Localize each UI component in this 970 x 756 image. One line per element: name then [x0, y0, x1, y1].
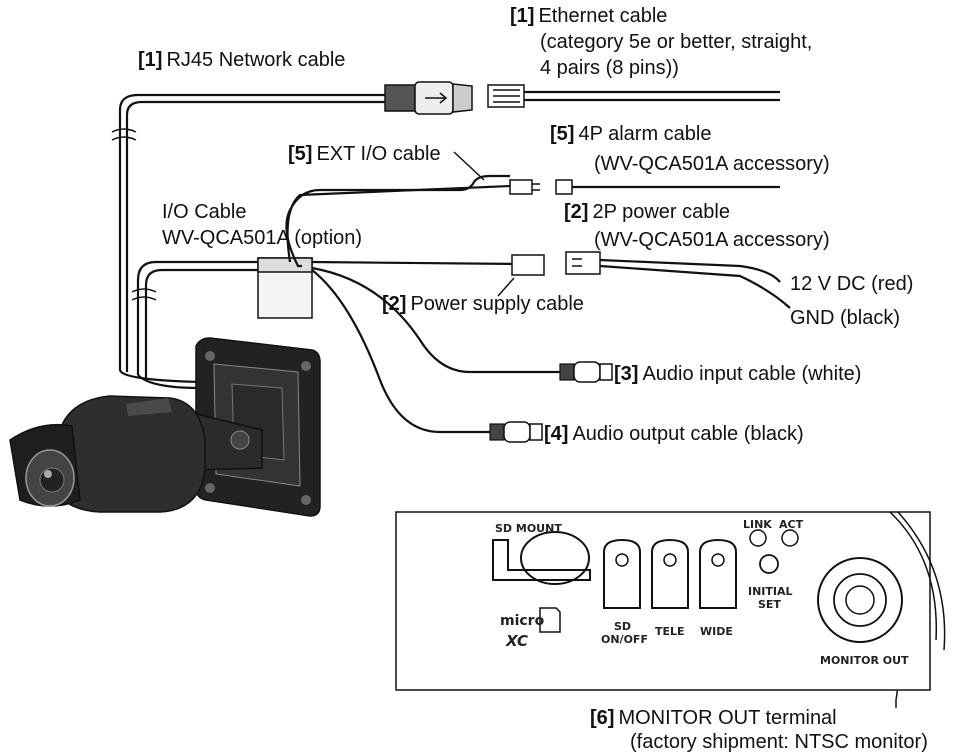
camera-body — [9, 395, 263, 513]
panel-sd: SD — [614, 620, 631, 633]
monitor-out-num: [6] — [590, 707, 614, 729]
ethernet-num: [1] — [510, 5, 534, 27]
panel-set: SET — [758, 598, 781, 611]
audio-out-num: [4] — [544, 423, 568, 445]
monitor-out-label: MONITOR OUT terminal — [618, 707, 836, 729]
rj45-label: RJ45 Network cable — [166, 49, 345, 71]
cable-bundle — [111, 93, 385, 390]
audio-in-label: Audio input cable (white) — [642, 363, 861, 385]
dc12-label: 12 V DC (red) — [790, 273, 913, 295]
svg-text:[1]Ethernet cable: [1]Ethernet cable — [510, 5, 667, 27]
svg-text:[6]MONITOR OUT terminal: [6]MONITOR OUT terminal — [590, 707, 837, 729]
svg-text:[1]RJ45 Network cable: [1]RJ45 Network cable — [138, 49, 345, 71]
rear-panel — [395, 511, 946, 691]
svg-text:[3]Audio input cable (white): [3]Audio input cable (white) — [614, 363, 861, 385]
panel-tele: TELE — [655, 625, 685, 638]
audio-output-connector — [489, 421, 543, 443]
alarm-num: [5] — [550, 123, 574, 145]
audio-input-connector — [559, 361, 613, 383]
io-cable-box — [257, 174, 560, 434]
power-connector — [511, 251, 791, 309]
panel-link: LINK — [743, 518, 772, 531]
panel-sd-mount: SD MOUNT — [495, 522, 562, 535]
audio-in-num: [3] — [614, 363, 638, 385]
ethernet-desc-2: 4 pairs (8 pins)) — [540, 57, 679, 79]
panel-on-off: ON/OFF — [601, 633, 648, 646]
svg-text:[4]Audio output cable (black): [4]Audio output cable (black) — [544, 423, 804, 445]
svg-text:[5]4P alarm cable: [5]4P alarm cable — [550, 123, 712, 145]
panel-act: ACT — [779, 518, 804, 531]
ethernet-label: Ethernet cable — [538, 5, 667, 27]
monitor-out-desc: (factory shipment: NTSC monitor) — [630, 731, 928, 753]
svg-text:[2]Power supply cable: [2]Power supply cable — [382, 293, 584, 315]
power-supply-label: Power supply cable — [410, 293, 583, 315]
power2p-label: 2P power cable — [592, 201, 730, 223]
power2p-desc: (WV-QCA501A accessory) — [594, 229, 830, 251]
micro-sd-logo-text: micro — [500, 613, 545, 629]
io-cable-model: WV-QCA501A (option) — [162, 227, 362, 249]
power2p-num: [2] — [564, 201, 588, 223]
rj45-num: [1] — [138, 49, 162, 71]
ethernet-desc-1: (category 5e or better, straight, — [540, 31, 812, 53]
ext-io-label: EXT I/O cable — [316, 143, 440, 165]
ethernet-plug — [487, 84, 780, 108]
power-supply-num: [2] — [382, 293, 406, 315]
audio-out-label: Audio output cable (black) — [572, 423, 803, 445]
ext-io-num: [5] — [288, 143, 312, 165]
svg-text:[2]2P power cable: [2]2P power cable — [564, 201, 730, 223]
xc-logo-text: XC — [505, 632, 528, 650]
svg-text:[5]EXT I/O cable: [5]EXT I/O cable — [288, 143, 441, 165]
ext-io-connector — [286, 179, 780, 263]
panel-wide: WIDE — [700, 625, 733, 638]
rj45-connector — [384, 81, 473, 115]
panel-monitor-out: MONITOR OUT — [820, 654, 909, 667]
gnd-label: GND (black) — [790, 307, 900, 329]
io-cable-label: I/O Cable — [162, 201, 246, 223]
alarm-desc: (WV-QCA501A accessory) — [594, 153, 830, 175]
panel-initial: INITIAL — [748, 585, 793, 598]
alarm-label: 4P alarm cable — [578, 123, 711, 145]
